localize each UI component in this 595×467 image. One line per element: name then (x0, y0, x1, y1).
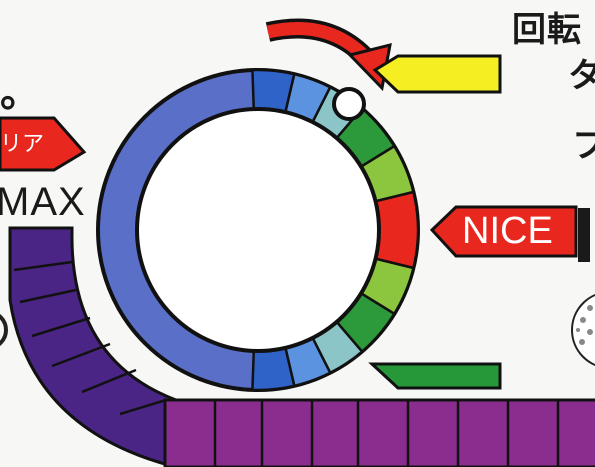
marker-ball (334, 89, 364, 119)
left-edge-ball-icon (0, 312, 6, 348)
power-bar-strip (165, 400, 595, 467)
title-fragment-fu: フ (572, 118, 595, 167)
rotation-title-fragment: 回転 (512, 2, 582, 51)
yellow-flag (375, 56, 500, 92)
area-label: リア (0, 126, 44, 158)
nice-label: NICE (462, 210, 553, 253)
period-fragment: 。 (0, 60, 40, 118)
green-flag (372, 364, 500, 388)
ring-segment-red (376, 192, 418, 268)
title-fragment-ta: タ (568, 48, 595, 97)
max-label: MAX (0, 180, 86, 225)
ring-segment-dark-blue (252, 348, 294, 390)
bracket-mark (578, 208, 590, 262)
ring-center (137, 109, 379, 351)
